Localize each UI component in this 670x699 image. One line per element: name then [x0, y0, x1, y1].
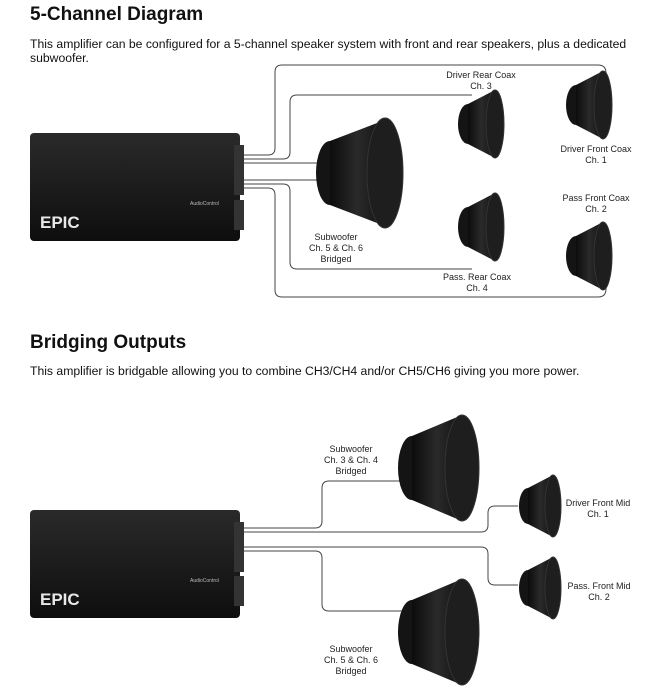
wire-driver-front-mid [238, 505, 518, 533]
amplifier-bridging: EPIC AudioControl [30, 510, 244, 618]
speaker-pass-rear [458, 192, 505, 262]
amp-badge-bridging: AudioControl [190, 578, 219, 584]
section-title-bridging: Bridging Outputs [30, 332, 187, 353]
speaker-driver-front-mid [519, 474, 562, 538]
section-description-bridging: This amplifier is bridgable allowing you… [30, 364, 580, 378]
wire-sub-56 [238, 550, 402, 612]
speaker-driver-front [566, 70, 613, 140]
amplifier: EPIC AudioControl [30, 133, 244, 241]
amp-badge: AudioControl [190, 201, 219, 207]
speaker-pass-front-mid [519, 556, 562, 620]
section-description-5-channel: This amplifier can be configured for a 5… [30, 37, 627, 65]
subwoofer-speaker [316, 117, 404, 229]
wire-pass-front-mid [238, 546, 518, 586]
amp-logo-bridging: EPIC [40, 590, 80, 609]
section-title-5-channel: 5-Channel Diagram [30, 4, 204, 25]
speaker-driver-rear [458, 89, 505, 159]
speaker-pass-front [566, 221, 613, 291]
amp-logo: EPIC [40, 213, 80, 232]
wire-pass-front [238, 187, 607, 298]
bridging-diagram: EPIC AudioControl [30, 414, 562, 686]
five-channel-diagram: EPIC AudioControl [30, 64, 613, 298]
subwoofer-ch34 [398, 414, 480, 522]
wire-pass-rear [238, 183, 472, 270]
wire-driver-rear [238, 94, 472, 160]
wires-bridging [238, 480, 518, 612]
wires [238, 64, 607, 298]
subwoofer-ch56 [398, 578, 480, 686]
wire-driver-front [238, 64, 607, 156]
wire-sub-34 [238, 480, 402, 529]
